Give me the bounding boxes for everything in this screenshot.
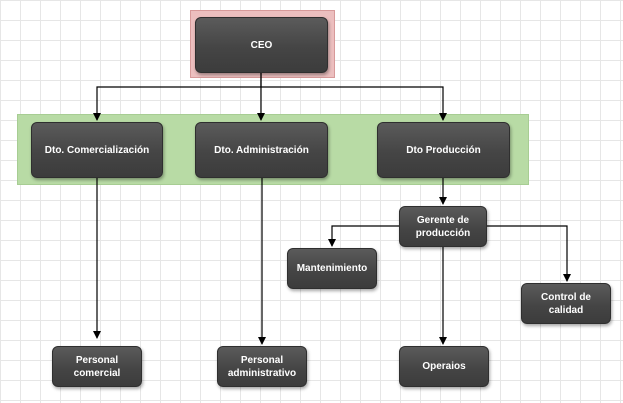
edge-ceo-produccion <box>261 86 447 121</box>
node-mantenimiento[interactable]: Mantenimiento <box>287 248 377 289</box>
node-dto-produccion[interactable]: Dto Producción <box>377 122 510 178</box>
node-operaios[interactable]: Operaios <box>399 346 489 387</box>
node-control-calidad[interactable]: Control de calidad <box>521 283 611 324</box>
node-gerente-produccion[interactable]: Gerente de producción <box>399 206 487 247</box>
node-dto-administracion[interactable]: Dto. Administración <box>195 122 328 178</box>
edge-gerente-mantenimiento <box>328 225 399 247</box>
node-personal-comercial[interactable]: Personal comercial <box>52 346 142 387</box>
edge-gerente-control <box>487 225 571 282</box>
node-ceo[interactable]: CEO <box>195 17 328 73</box>
node-dto-comercializacion[interactable]: Dto. Comercialización <box>31 122 163 178</box>
edge-ceo-comercializacion <box>93 73 262 121</box>
node-personal-administrativo[interactable]: Personal administrativo <box>217 346 307 387</box>
